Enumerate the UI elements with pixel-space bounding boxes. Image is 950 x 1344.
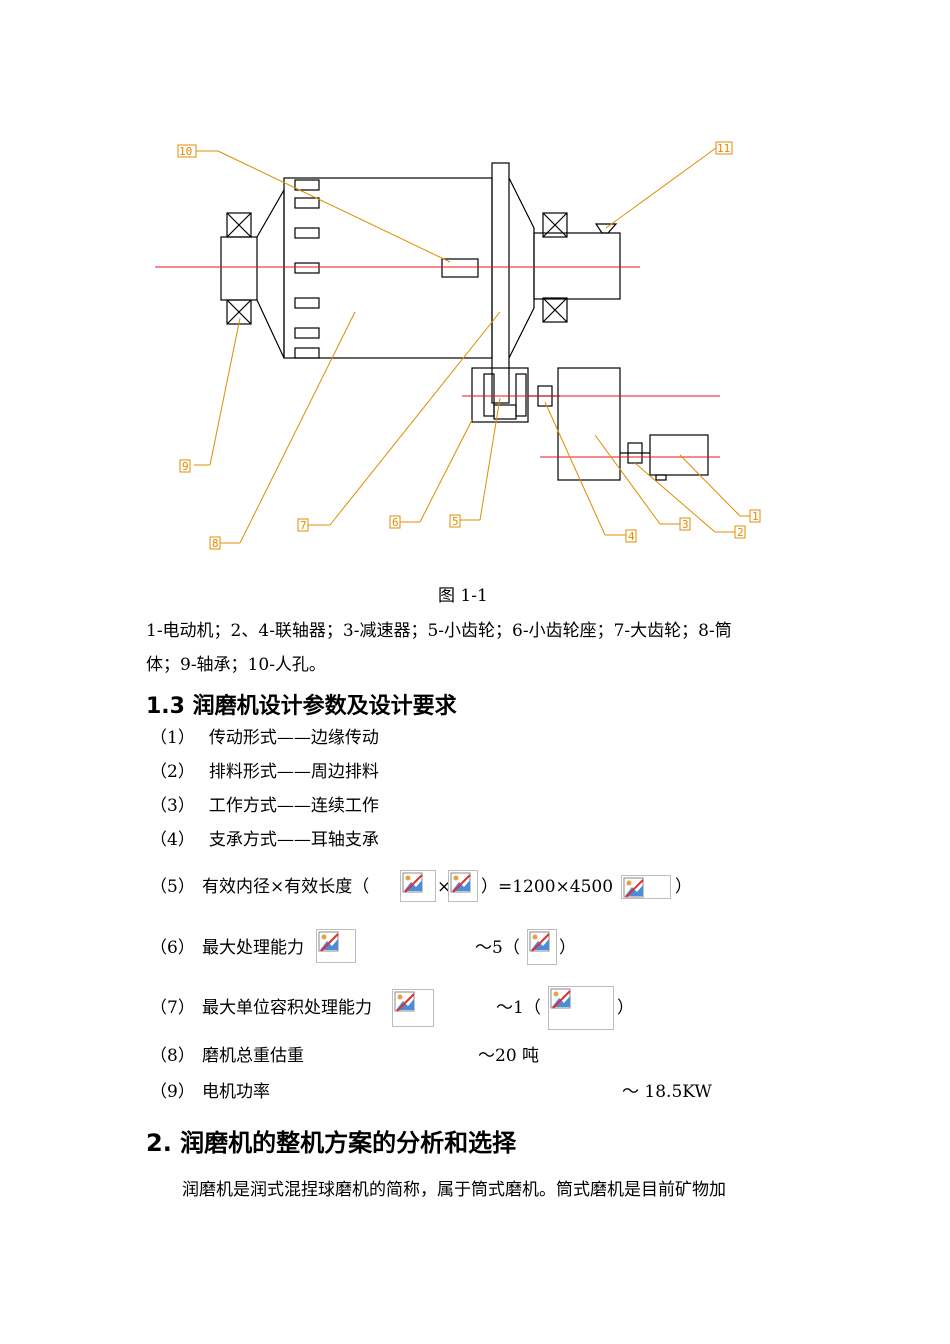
broken-image-icon	[394, 991, 415, 1012]
feed-hopper	[594, 223, 618, 234]
param-text-8: 磨机总重估重	[202, 1046, 304, 1066]
param-text: 工作方式——连续工作	[208, 796, 379, 816]
param-num: （3）	[150, 796, 195, 816]
big-gear	[491, 162, 510, 404]
callout-7: 7	[300, 519, 307, 532]
broken-image-icon	[621, 875, 671, 899]
broken-image-icon	[316, 929, 356, 963]
figure-legend-line-1: 1-电动机；2、4-联轴器；3-减速器；5-小齿轮；6-小齿轮座；7-大齿轮；8…	[146, 621, 732, 641]
figure-legend-line-2: 体；9-轴承；10-人孔。	[146, 655, 326, 675]
broken-image-icon	[450, 872, 471, 893]
ball-mill-diagram: 10 11 9 8 7 6 5 4 3 2 1	[155, 141, 761, 550]
callout-10: 10	[179, 145, 192, 158]
param-num: （2）	[150, 762, 195, 782]
figure-caption: 图 1-1	[438, 586, 488, 606]
callout-11: 11	[717, 142, 730, 155]
broken-image-icon	[550, 988, 571, 1009]
param-close-7: ）	[617, 998, 634, 1018]
callout-2: 2	[737, 526, 744, 539]
broken-image-icon	[448, 870, 478, 902]
param-text-9: 电机功率	[202, 1082, 270, 1102]
param-close-6: ）	[559, 938, 576, 958]
param-value-8: ～20 吨	[478, 1046, 540, 1066]
broken-image-icon	[529, 931, 550, 952]
param-item-2: （2） 排料形式——周边排料	[150, 761, 379, 783]
section-2-heading: 2. 润磨机的整机方案的分析和选择	[146, 1129, 517, 1157]
param-item-1: （1） 传动形式——边缘传动	[150, 727, 379, 749]
param-text-6: 最大处理能力	[202, 938, 304, 958]
reducer	[557, 367, 621, 481]
broken-image-icon	[402, 872, 423, 893]
param-num-5: （5）	[150, 877, 195, 897]
mill-shell	[283, 177, 493, 359]
param-text: 传动形式——边缘传动	[208, 728, 379, 748]
broken-image-icon	[527, 929, 557, 965]
param-num-8: （8）	[150, 1046, 195, 1066]
motor	[649, 434, 709, 476]
broken-image-icon	[392, 989, 434, 1027]
section-2-paragraph: 润磨机是润式混捏球磨机的简称，属于筒式磨机。筒式磨机是目前矿物加	[182, 1180, 726, 1200]
param-num: （4）	[150, 830, 195, 850]
param-close-5: ）	[675, 877, 692, 897]
param-text: 支承方式——耳轴支承	[208, 830, 379, 850]
param-item-4: （4） 支承方式——耳轴支承	[150, 829, 379, 851]
param-value-6: ～5（	[475, 938, 520, 958]
callout-1: 1	[752, 510, 759, 523]
param-value-9: ～ 18.5KW	[622, 1082, 712, 1102]
callout-4: 4	[628, 530, 635, 543]
callout-3: 3	[682, 518, 689, 531]
param-value-7: ～1（	[496, 998, 541, 1018]
param-text: 排料形式——周边排料	[208, 762, 379, 782]
section-1-3-heading: 1.3 润磨机设计参数及设计要求	[146, 694, 457, 719]
callout-5: 5	[452, 515, 459, 528]
ball-mill-figure: 10 11 9 8 7 6 5 4 3 2 1	[150, 130, 770, 560]
broken-image-icon	[548, 986, 614, 1030]
param-num-6: （6）	[150, 938, 195, 958]
callout-9: 9	[182, 460, 189, 473]
left-journal	[220, 236, 258, 301]
pinion-seat	[471, 367, 529, 423]
param-num-9: （9）	[150, 1082, 195, 1102]
broken-image-icon	[400, 870, 436, 902]
manhole	[441, 258, 479, 278]
broken-image-icon	[623, 877, 644, 898]
param-num: （1）	[150, 728, 195, 748]
right-journal	[533, 232, 621, 300]
param-text-5: 有效内径×有效长度（	[202, 877, 370, 897]
param-after-5: ）=1200×4500（	[481, 877, 631, 897]
callout-6: 6	[392, 516, 399, 529]
param-text-7: 最大单位容积处理能力	[202, 998, 372, 1018]
broken-image-icon	[318, 931, 339, 952]
param-sep-5: ×	[437, 877, 452, 897]
param-num-7: （7）	[150, 998, 195, 1018]
callout-8: 8	[212, 537, 219, 550]
param-item-3: （3） 工作方式——连续工作	[150, 795, 379, 817]
